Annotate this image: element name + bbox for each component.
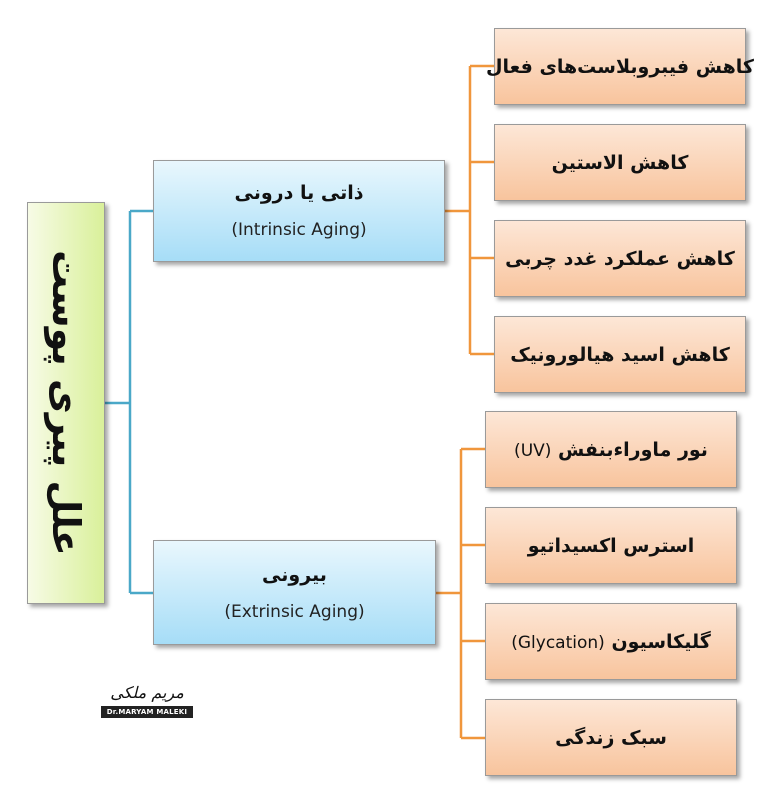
root-node: علل پیری پوست bbox=[27, 202, 105, 604]
extrinsic-item-en: (Glycation) bbox=[511, 632, 605, 653]
category-intrinsic: ذاتی یا درونی (Intrinsic Aging) bbox=[153, 160, 445, 262]
extrinsic-item-label: نور ماوراءبنفش (UV) bbox=[514, 439, 708, 461]
intrinsic-item: کاهش فیبروبلاست‌های فعال bbox=[486, 28, 754, 105]
intrinsic-item-label: کاهش فیبروبلاست‌های فعال bbox=[486, 55, 754, 78]
intrinsic-item: کاهش عملکرد غدد چربی bbox=[494, 220, 746, 297]
extrinsic-item: استرس اکسیداتیو bbox=[485, 507, 737, 584]
extrinsic-item-fa: گلیکاسیون bbox=[611, 630, 711, 653]
intrinsic-item-label: کاهش اسید هیالورونیک bbox=[510, 343, 730, 366]
logo: مریم ملکی Dr.MARYAM MALEKI bbox=[101, 683, 193, 719]
intrinsic-item-label: کاهش عملکرد غدد چربی bbox=[505, 247, 735, 270]
category-extrinsic-subtitle: (Extrinsic Aging) bbox=[224, 601, 365, 622]
extrinsic-item-label: استرس اکسیداتیو bbox=[528, 535, 695, 557]
extrinsic-item: نور ماوراءبنفش (UV) bbox=[485, 411, 737, 488]
extrinsic-connector bbox=[436, 447, 485, 740]
extrinsic-item: گلیکاسیون (Glycation) bbox=[485, 603, 737, 680]
extrinsic-item-label: سبک زندگی bbox=[555, 727, 667, 749]
intrinsic-item: کاهش الاستین bbox=[494, 124, 746, 201]
category-intrinsic-subtitle: (Intrinsic Aging) bbox=[231, 220, 367, 240]
intrinsic-connector bbox=[445, 64, 494, 356]
category-extrinsic: بیرونی (Extrinsic Aging) bbox=[153, 540, 436, 645]
root-connector bbox=[105, 209, 153, 595]
extrinsic-item-fa: سبک زندگی bbox=[555, 726, 667, 749]
extrinsic-item-label: گلیکاسیون (Glycation) bbox=[511, 631, 711, 653]
intrinsic-item: کاهش اسید هیالورونیک bbox=[494, 316, 746, 393]
extrinsic-item-fa: نور ماوراءبنفش bbox=[558, 438, 708, 461]
root-label: علل پیری پوست bbox=[44, 250, 88, 556]
intrinsic-item-label: کاهش الاستین bbox=[551, 151, 689, 174]
extrinsic-item-fa: استرس اکسیداتیو bbox=[527, 534, 695, 557]
extrinsic-item-en: (UV) bbox=[514, 440, 552, 461]
logo-script: مریم ملکی bbox=[110, 683, 184, 702]
extrinsic-item: سبک زندگی bbox=[485, 699, 737, 776]
logo-text: Dr.MARYAM MALEKI bbox=[101, 706, 193, 718]
category-extrinsic-title: بیرونی bbox=[262, 563, 327, 586]
category-intrinsic-title: ذاتی یا درونی bbox=[234, 182, 364, 204]
